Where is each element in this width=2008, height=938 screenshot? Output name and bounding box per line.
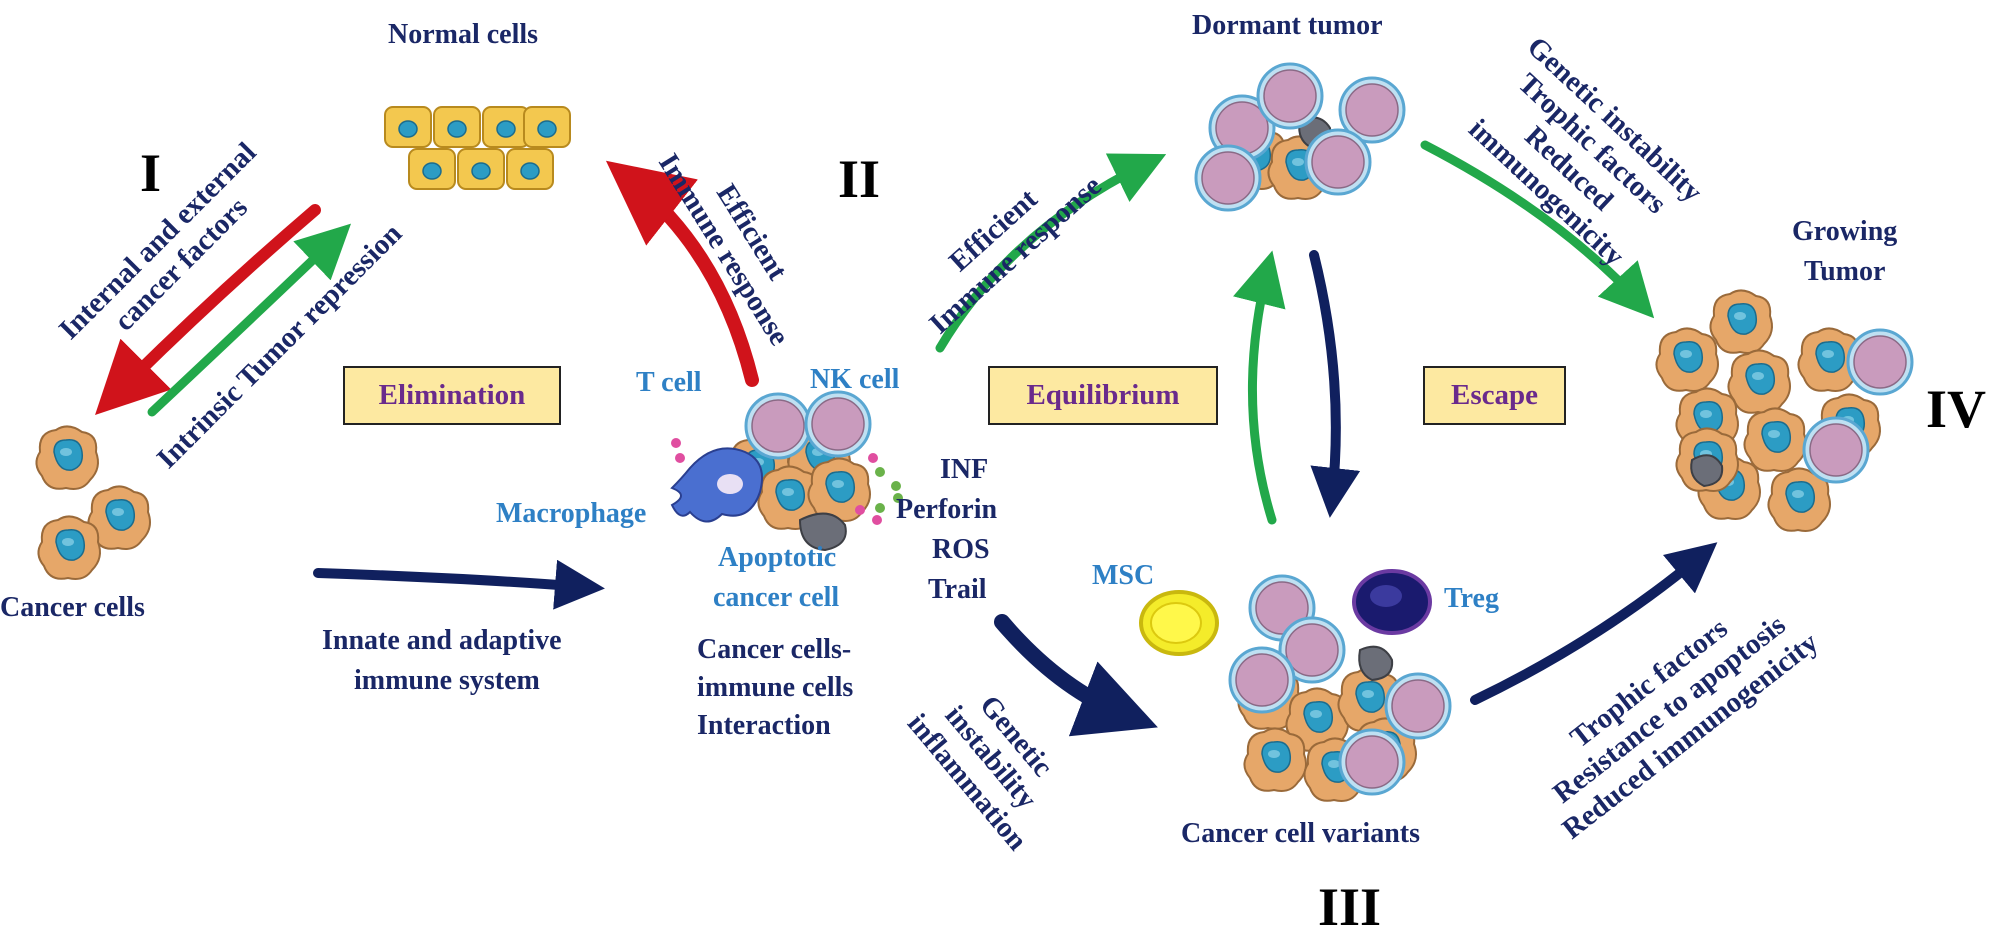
normal-cells-label: Normal cells xyxy=(388,19,539,50)
navy-arrow-to-variants xyxy=(994,614,1158,737)
escape-phase-box: Escape xyxy=(1423,366,1566,425)
apoptotic-label-line1: Apoptotic xyxy=(718,542,837,573)
growing-tumor-label-line1: Growing xyxy=(1792,216,1898,247)
cancer-cell-variants-label: Cancer cell variants xyxy=(1181,818,1420,849)
immune-interaction-illustration xyxy=(670,390,903,552)
growing-tumor-illustration xyxy=(1655,289,1914,532)
elimination-phase-box: Elimination xyxy=(343,366,561,425)
green-arrow-to-dormant-tumor xyxy=(935,153,1167,353)
cancer-cell-variants-illustration xyxy=(1228,574,1452,802)
red-arrow-to-normal-cells xyxy=(605,160,759,387)
interaction-label-line1: Cancer cells- xyxy=(697,634,852,665)
stage-III-numeral: III xyxy=(1318,877,1382,937)
stage-IV-numeral: IV xyxy=(1926,379,1987,439)
green-arrow-variants-to-dormant xyxy=(1233,250,1286,525)
cancer-cells-label: Cancer cells xyxy=(0,592,145,623)
perforin-label: Perforin xyxy=(896,494,998,525)
interaction-label-line3: Interaction xyxy=(697,710,831,741)
inf-label: INF xyxy=(940,454,989,485)
stage-I-numeral: I xyxy=(140,143,162,203)
stage-II-numeral: II xyxy=(838,149,881,209)
navy-arrow-dormant-to-variants xyxy=(1309,250,1361,518)
treg-cell xyxy=(1352,569,1432,635)
ros-label: ROS xyxy=(932,534,990,565)
msc-cell xyxy=(1139,590,1219,656)
macrophage-label: Macrophage xyxy=(496,498,647,529)
cancer-cells-illustration xyxy=(35,425,151,580)
interaction-label-line2: immune cells xyxy=(697,672,854,703)
treg-label: Treg xyxy=(1444,583,1499,614)
nk-cell-label: NK cell xyxy=(810,364,900,395)
trail-label: Trail xyxy=(928,574,987,605)
equilibrium-phase-box: Equilibrium xyxy=(988,366,1218,425)
navy-arrow-variants-to-growing xyxy=(1470,542,1718,705)
msc-label: MSC xyxy=(1092,560,1155,591)
t-cell-label: T cell xyxy=(636,367,702,398)
apoptotic-label-line2: cancer cell xyxy=(713,582,840,613)
green-arrow-dormant-to-growing xyxy=(1420,140,1655,319)
red-arrow-to-cancer-cells xyxy=(95,204,321,415)
innate-label-line2: immune system xyxy=(354,665,540,696)
dormant-tumor-label: Dormant tumor xyxy=(1192,10,1383,41)
innate-label-line1: Innate and adaptive xyxy=(322,625,562,656)
dormant-tumor-illustration xyxy=(1194,62,1406,212)
navy-arrow-innate xyxy=(313,559,605,610)
normal-cells-illustration xyxy=(384,106,571,190)
green-arrow-to-normal-cells xyxy=(147,223,352,417)
growing-tumor-label-line2: Tumor xyxy=(1804,256,1886,287)
